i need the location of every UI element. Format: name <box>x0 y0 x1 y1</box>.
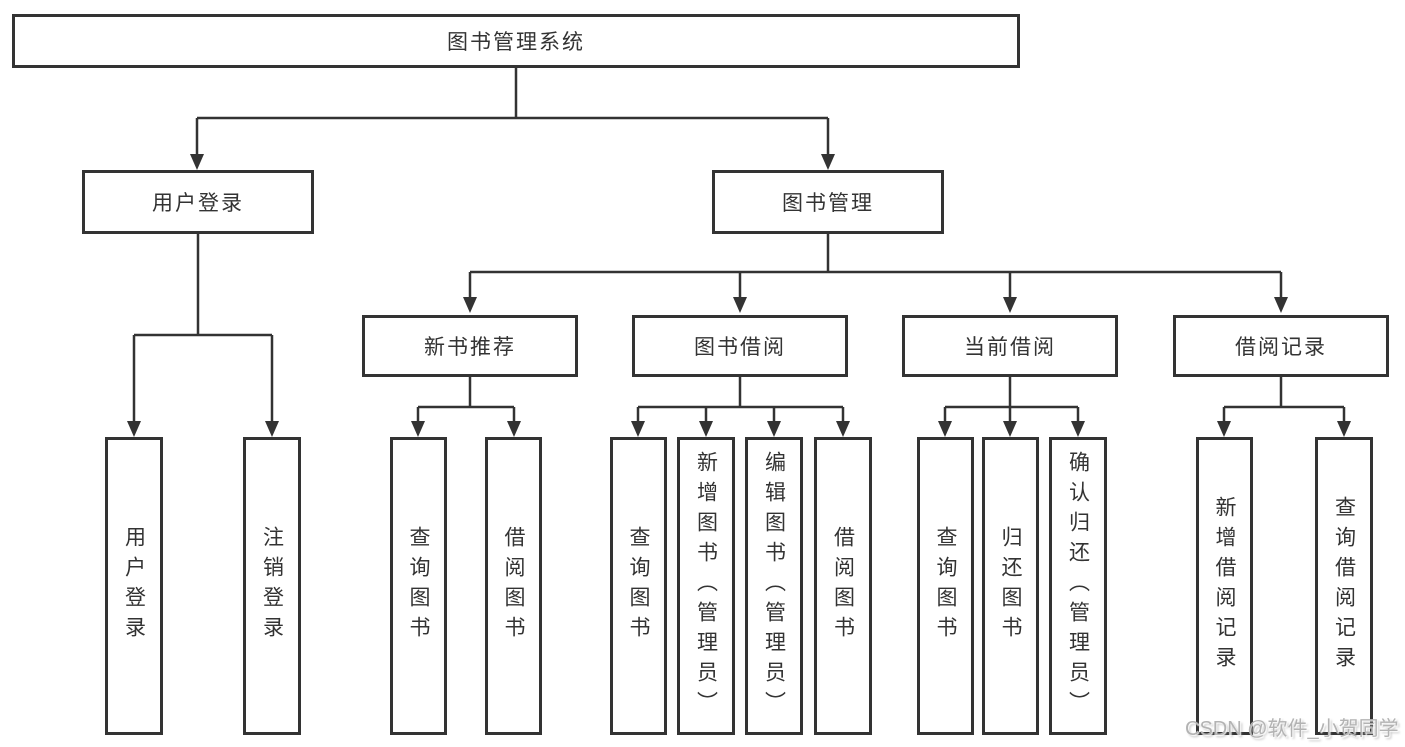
leaf-query-books-recommend: 查询图书 <box>390 437 447 735</box>
leaf-add-borrow-record: 新增借阅记录 <box>1196 437 1253 735</box>
leaf-return-books: 归还图书 <box>982 437 1039 735</box>
leaf-logout-label: 注销登录 <box>260 526 284 646</box>
leaf-user-login: 用户登录 <box>105 437 163 735</box>
leaf-borrow-books-recommend: 借阅图书 <box>485 437 542 735</box>
leaf-user-login-label: 用户登录 <box>122 526 146 646</box>
leaf-confirm-return-admin-label: 确认归还（管理员） <box>1066 451 1090 721</box>
csdn-watermark: CSDN @软件_小贺同学 <box>1185 718 1399 740</box>
node-user-login: 用户登录 <box>82 170 314 234</box>
leaf-query-books-borrow: 查询图书 <box>610 437 667 735</box>
leaf-query-borrow-record-label: 查询借阅记录 <box>1332 496 1356 676</box>
leaf-borrow-books-recommend-label: 借阅图书 <box>502 526 525 646</box>
leaf-add-borrow-record-label: 新增借阅记录 <box>1213 496 1236 676</box>
leaf-edit-book-admin-label: 编辑图书（管理员） <box>762 451 786 721</box>
leaf-query-books-recommend-label: 查询图书 <box>407 526 430 646</box>
node-book-borrow: 图书借阅 <box>632 315 848 377</box>
leaf-borrow-books: 借阅图书 <box>814 437 872 735</box>
leaf-query-borrow-record: 查询借阅记录 <box>1315 437 1373 735</box>
leaf-edit-book-admin: 编辑图书（管理员） <box>745 437 803 735</box>
leaf-query-books-borrow-label: 查询图书 <box>627 526 650 646</box>
node-current-borrow: 当前借阅 <box>902 315 1118 377</box>
leaf-add-book-admin: 新增图书（管理员） <box>677 437 735 735</box>
leaf-return-books-label: 归还图书 <box>999 526 1022 646</box>
leaf-query-books-current: 查询图书 <box>917 437 974 735</box>
node-new-book-recommend: 新书推荐 <box>362 315 578 377</box>
leaf-confirm-return-admin: 确认归还（管理员） <box>1049 437 1107 735</box>
node-borrow-records: 借阅记录 <box>1173 315 1389 377</box>
leaf-query-books-current-label: 查询图书 <box>934 526 957 646</box>
leaf-borrow-books-label: 借阅图书 <box>831 526 855 646</box>
node-root: 图书管理系统 <box>12 14 1020 68</box>
leaf-add-book-admin-label: 新增图书（管理员） <box>694 451 718 721</box>
leaf-logout: 注销登录 <box>243 437 301 735</box>
node-book-management: 图书管理 <box>712 170 944 234</box>
